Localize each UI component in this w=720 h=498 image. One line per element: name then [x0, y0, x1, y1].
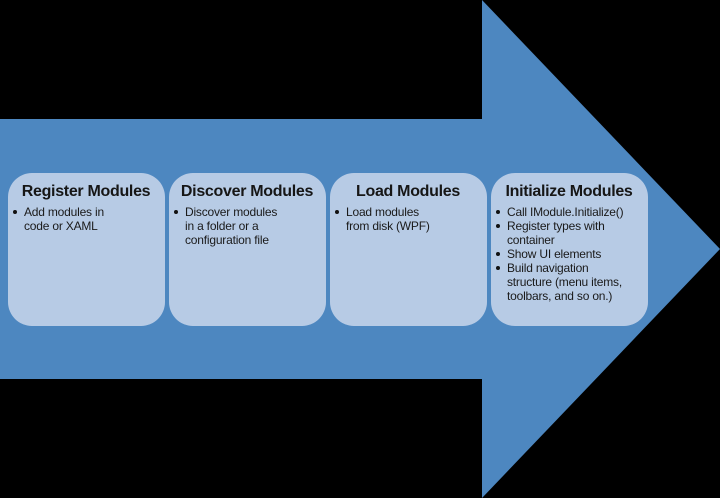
stage-box-discover-modules: Discover Modules Discover modules in a f… — [169, 173, 326, 326]
stage-bullet-list: Add modules in code or XAML — [11, 205, 161, 233]
bullet-text: Register types with container — [507, 219, 605, 247]
bullet-dot-icon — [496, 210, 500, 214]
stage-title: Register Modules — [21, 183, 151, 200]
stage-box-load-modules: Load Modules Load modules from disk (WPF… — [330, 173, 487, 326]
bullet-item: Build navigation structure (menu items, … — [494, 261, 644, 303]
bullet-text: Build navigation structure (menu items, … — [507, 261, 622, 303]
bullet-dot-icon — [335, 210, 339, 214]
bullet-text: Show UI elements — [507, 247, 602, 261]
bullet-text: Add modules in code or XAML — [24, 205, 104, 233]
stage-title: Discover Modules — [180, 183, 314, 200]
stage-box-register-modules: Register Modules Add modules in code or … — [8, 173, 165, 326]
bullet-item: Call IModule.Initialize() — [494, 205, 644, 219]
stage-bullet-list: Call IModule.Initialize() Register types… — [494, 205, 644, 303]
bullet-item: Register types with container — [494, 219, 644, 247]
bullet-dot-icon — [496, 224, 500, 228]
stage-bullet-list: Discover modules in a folder or a config… — [172, 205, 322, 247]
bullet-dot-icon — [496, 266, 500, 270]
bullet-dot-icon — [496, 252, 500, 256]
bullet-item: Show UI elements — [494, 247, 644, 261]
stage-title: Load Modules — [356, 183, 460, 200]
bullet-text: Discover modules in a folder or a config… — [185, 205, 278, 247]
bullet-item: Add modules in code or XAML — [11, 205, 161, 233]
stage-box-initialize-modules: Initialize Modules Call IModule.Initiali… — [491, 173, 648, 326]
bullet-item: Load modules from disk (WPF) — [333, 205, 483, 233]
bullet-dot-icon — [13, 210, 17, 214]
bullet-item: Discover modules in a folder or a config… — [172, 205, 322, 247]
bullet-text: Load modules from disk (WPF) — [346, 205, 430, 233]
stage-bullet-list: Load modules from disk (WPF) — [333, 205, 483, 233]
bullet-dot-icon — [174, 210, 178, 214]
bullet-text: Call IModule.Initialize() — [507, 205, 624, 219]
stage-title: Initialize Modules — [505, 183, 633, 200]
